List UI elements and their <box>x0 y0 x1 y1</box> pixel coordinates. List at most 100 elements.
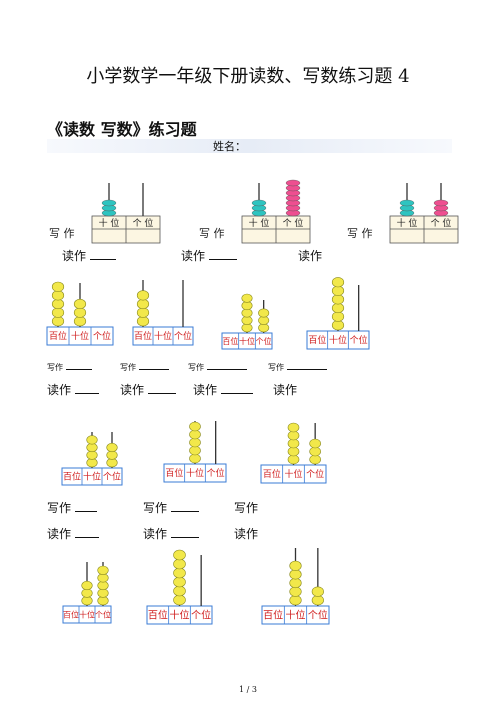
answer-blank[interactable] <box>287 362 327 370</box>
read-prompt-r2-3: 读作 <box>193 381 254 398</box>
bead <box>289 569 302 580</box>
place-label: 个位 <box>95 609 111 619</box>
place-label: 十位 <box>284 468 302 480</box>
write-label: 写作 <box>120 363 136 372</box>
bead <box>73 298 87 310</box>
place-label: 个位 <box>103 471 121 483</box>
bead <box>81 580 93 591</box>
bead <box>289 586 302 597</box>
bead <box>173 558 186 570</box>
bead <box>287 430 300 441</box>
bead <box>331 320 345 331</box>
answer-blank[interactable] <box>139 362 169 370</box>
bead <box>51 281 65 292</box>
answer-blank[interactable] <box>171 527 200 538</box>
bead <box>73 307 87 318</box>
bead <box>189 421 201 432</box>
place-label: 个位 <box>350 334 368 346</box>
place-label: 个位 <box>174 330 192 342</box>
answer-blank[interactable] <box>207 362 247 370</box>
read-label: 读作 <box>273 383 298 397</box>
bead <box>51 307 65 318</box>
write-label: 写作 <box>268 363 284 372</box>
bead <box>136 316 150 327</box>
place-label: 个位 <box>308 609 328 622</box>
bead <box>173 567 186 579</box>
write-prompt-r2-3: 写作 <box>188 362 247 373</box>
answer-blank[interactable] <box>171 501 200 512</box>
bead <box>287 446 300 457</box>
write-prompt-r2-1: 写作 <box>47 362 92 373</box>
answer-blank[interactable] <box>75 527 100 538</box>
bead <box>189 453 201 464</box>
place-label: 十位 <box>239 336 255 346</box>
read-prompt-1: 读作 <box>62 247 117 264</box>
read-label: 读作 <box>47 383 72 397</box>
tens-label: 十 位 <box>249 217 270 229</box>
write-prompt-r2-2: 写作 <box>120 362 169 373</box>
name-band <box>47 139 452 153</box>
name-label: 姓名： <box>213 140 246 153</box>
place-label: 百位 <box>148 609 168 622</box>
answer-blank[interactable] <box>209 249 238 260</box>
place-label: 十位 <box>170 609 190 622</box>
place-label: 百位 <box>134 330 152 342</box>
worksheet-subtitle: 《读数 写数》练习题 <box>47 120 197 139</box>
place-label: 十位 <box>79 609 95 619</box>
read-prompt-r2-2: 读作 <box>120 381 177 398</box>
place-label: 百位 <box>263 609 283 622</box>
bead <box>289 595 302 606</box>
read-prompt-r2-1: 读作 <box>47 381 100 398</box>
place-label: 个位 <box>207 467 225 479</box>
write-label: 写作 <box>47 363 63 372</box>
place-label: 十位 <box>329 334 347 346</box>
read-label: 读作 <box>143 527 168 541</box>
place-label-box <box>132 326 194 346</box>
answer-blank[interactable] <box>66 362 92 370</box>
bead <box>331 285 345 296</box>
write-label: 写 作 <box>199 227 225 240</box>
answer-blank[interactable] <box>75 501 98 512</box>
bead <box>309 438 321 449</box>
tens-label: 十 位 <box>397 217 418 229</box>
bead <box>173 594 186 606</box>
bead <box>287 454 300 465</box>
place-label: 十位 <box>286 609 306 622</box>
bead <box>51 290 65 301</box>
place-label: 百位 <box>63 471 81 483</box>
read-label: 读作 <box>193 383 218 397</box>
read-label: 读作 <box>62 249 87 263</box>
bead <box>331 311 345 322</box>
page-number: 1 / 3 <box>239 685 257 694</box>
write-label: 写作 <box>143 501 168 515</box>
bead <box>51 298 65 310</box>
read-label: 读作 <box>234 527 259 541</box>
answer-blank[interactable] <box>75 383 100 394</box>
bead <box>189 437 201 448</box>
bead <box>189 429 201 440</box>
read-prompt-2: 读作 <box>181 247 238 264</box>
bead <box>251 199 267 207</box>
bead <box>285 179 301 187</box>
place-label: 百位 <box>49 330 67 342</box>
bead <box>433 199 449 207</box>
place-label: 个位 <box>256 336 272 346</box>
write-prompt-r3-1: 写作 <box>47 499 98 516</box>
place-label: 十位 <box>71 330 89 342</box>
write-label: 写 作 <box>49 227 75 240</box>
bead <box>136 290 150 301</box>
write-label: 写作 <box>234 501 259 515</box>
bead <box>331 302 345 314</box>
answer-blank[interactable] <box>90 249 117 260</box>
ones-label: 个 位 <box>431 217 452 229</box>
bead <box>289 577 302 589</box>
write-prompt-r2-4: 写作 <box>268 362 327 373</box>
bead <box>309 446 321 457</box>
ones-label: 个 位 <box>283 217 304 229</box>
bead <box>173 576 186 588</box>
answer-blank[interactable] <box>148 383 177 394</box>
write-prompt-r3-2: 写作 <box>143 499 200 516</box>
read-prompt-r2-4: 读作 <box>273 381 297 398</box>
answer-blank[interactable] <box>221 383 254 394</box>
